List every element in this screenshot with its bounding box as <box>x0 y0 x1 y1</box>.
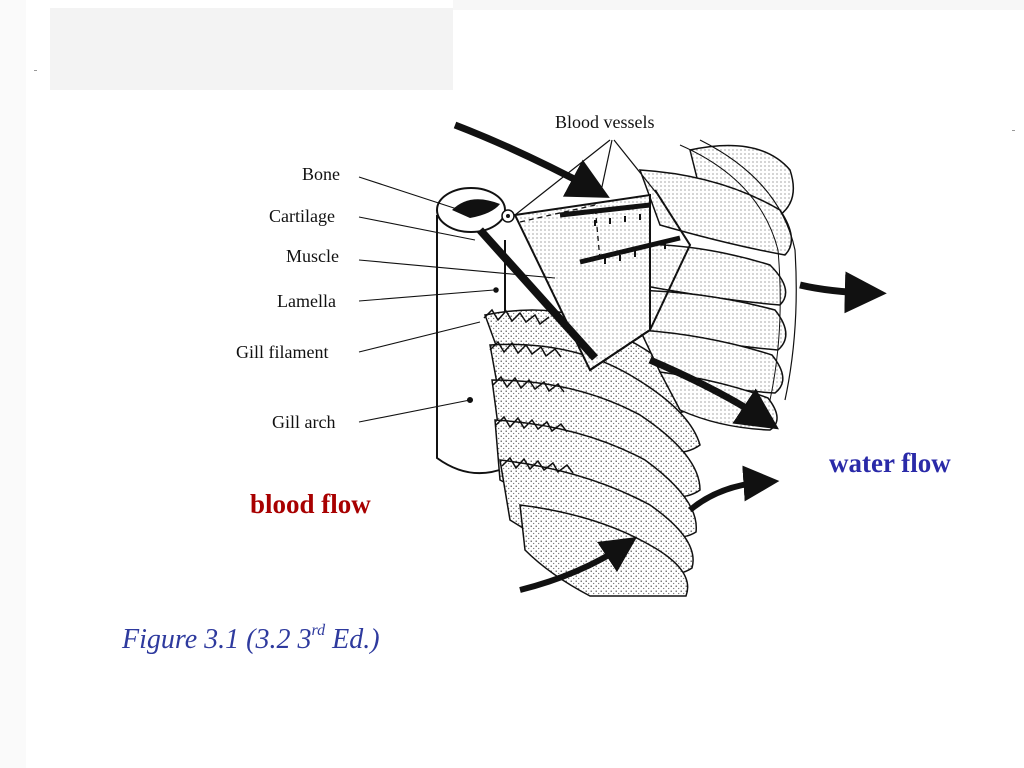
label-gill-filament: Gill filament <box>236 342 329 362</box>
water-flow-label: water flow <box>829 448 951 478</box>
blood-flow-label: blood flow <box>250 489 371 519</box>
label-leader-lines <box>358 176 556 423</box>
label-muscle: Muscle <box>286 246 339 266</box>
label-cartilage: Cartilage <box>269 206 335 226</box>
filament-cross-section <box>477 189 692 372</box>
speck <box>34 70 37 71</box>
label-blood-vessels: Blood vessels <box>555 112 655 132</box>
header-placeholder-box <box>50 8 453 90</box>
speck <box>1012 130 1015 131</box>
gill-arch-shape <box>436 187 515 475</box>
label-gill-arch: Gill arch <box>272 412 336 432</box>
gill-filaments-upper <box>608 139 797 431</box>
label-bone: Bone <box>302 164 340 184</box>
flow-arrows <box>453 121 887 593</box>
label-lamella: Lamella <box>277 291 336 311</box>
caption-suffix: Ed.) <box>325 624 380 655</box>
figure-caption: Figure 3.1 (3.2 3rd Ed.) <box>122 622 380 656</box>
caption-superscript: rd <box>311 622 326 639</box>
left-margin-strip <box>0 0 26 768</box>
top-strip <box>453 0 1024 10</box>
caption-prefix: Figure 3.1 (3.2 3 <box>122 624 312 655</box>
